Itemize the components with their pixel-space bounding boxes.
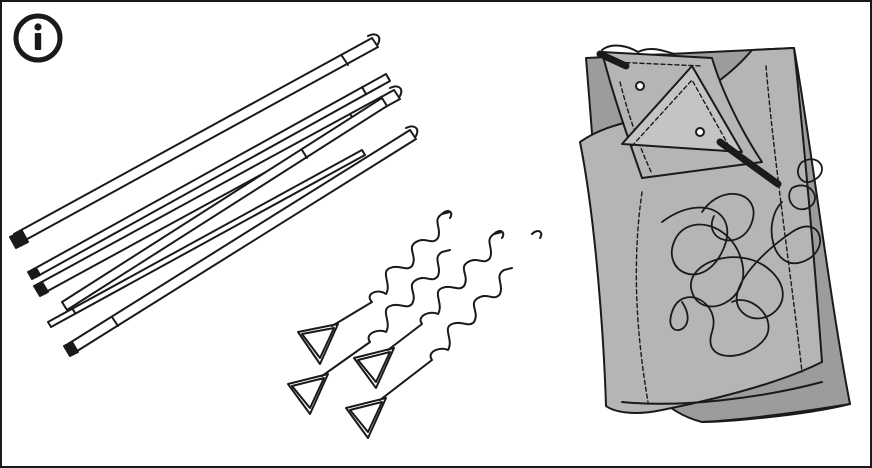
folded-tarp-with-cords-icon xyxy=(579,44,851,423)
tent-poles-icon xyxy=(9,33,419,357)
info-icon xyxy=(13,13,63,63)
ground-pegs-icon xyxy=(287,210,543,439)
